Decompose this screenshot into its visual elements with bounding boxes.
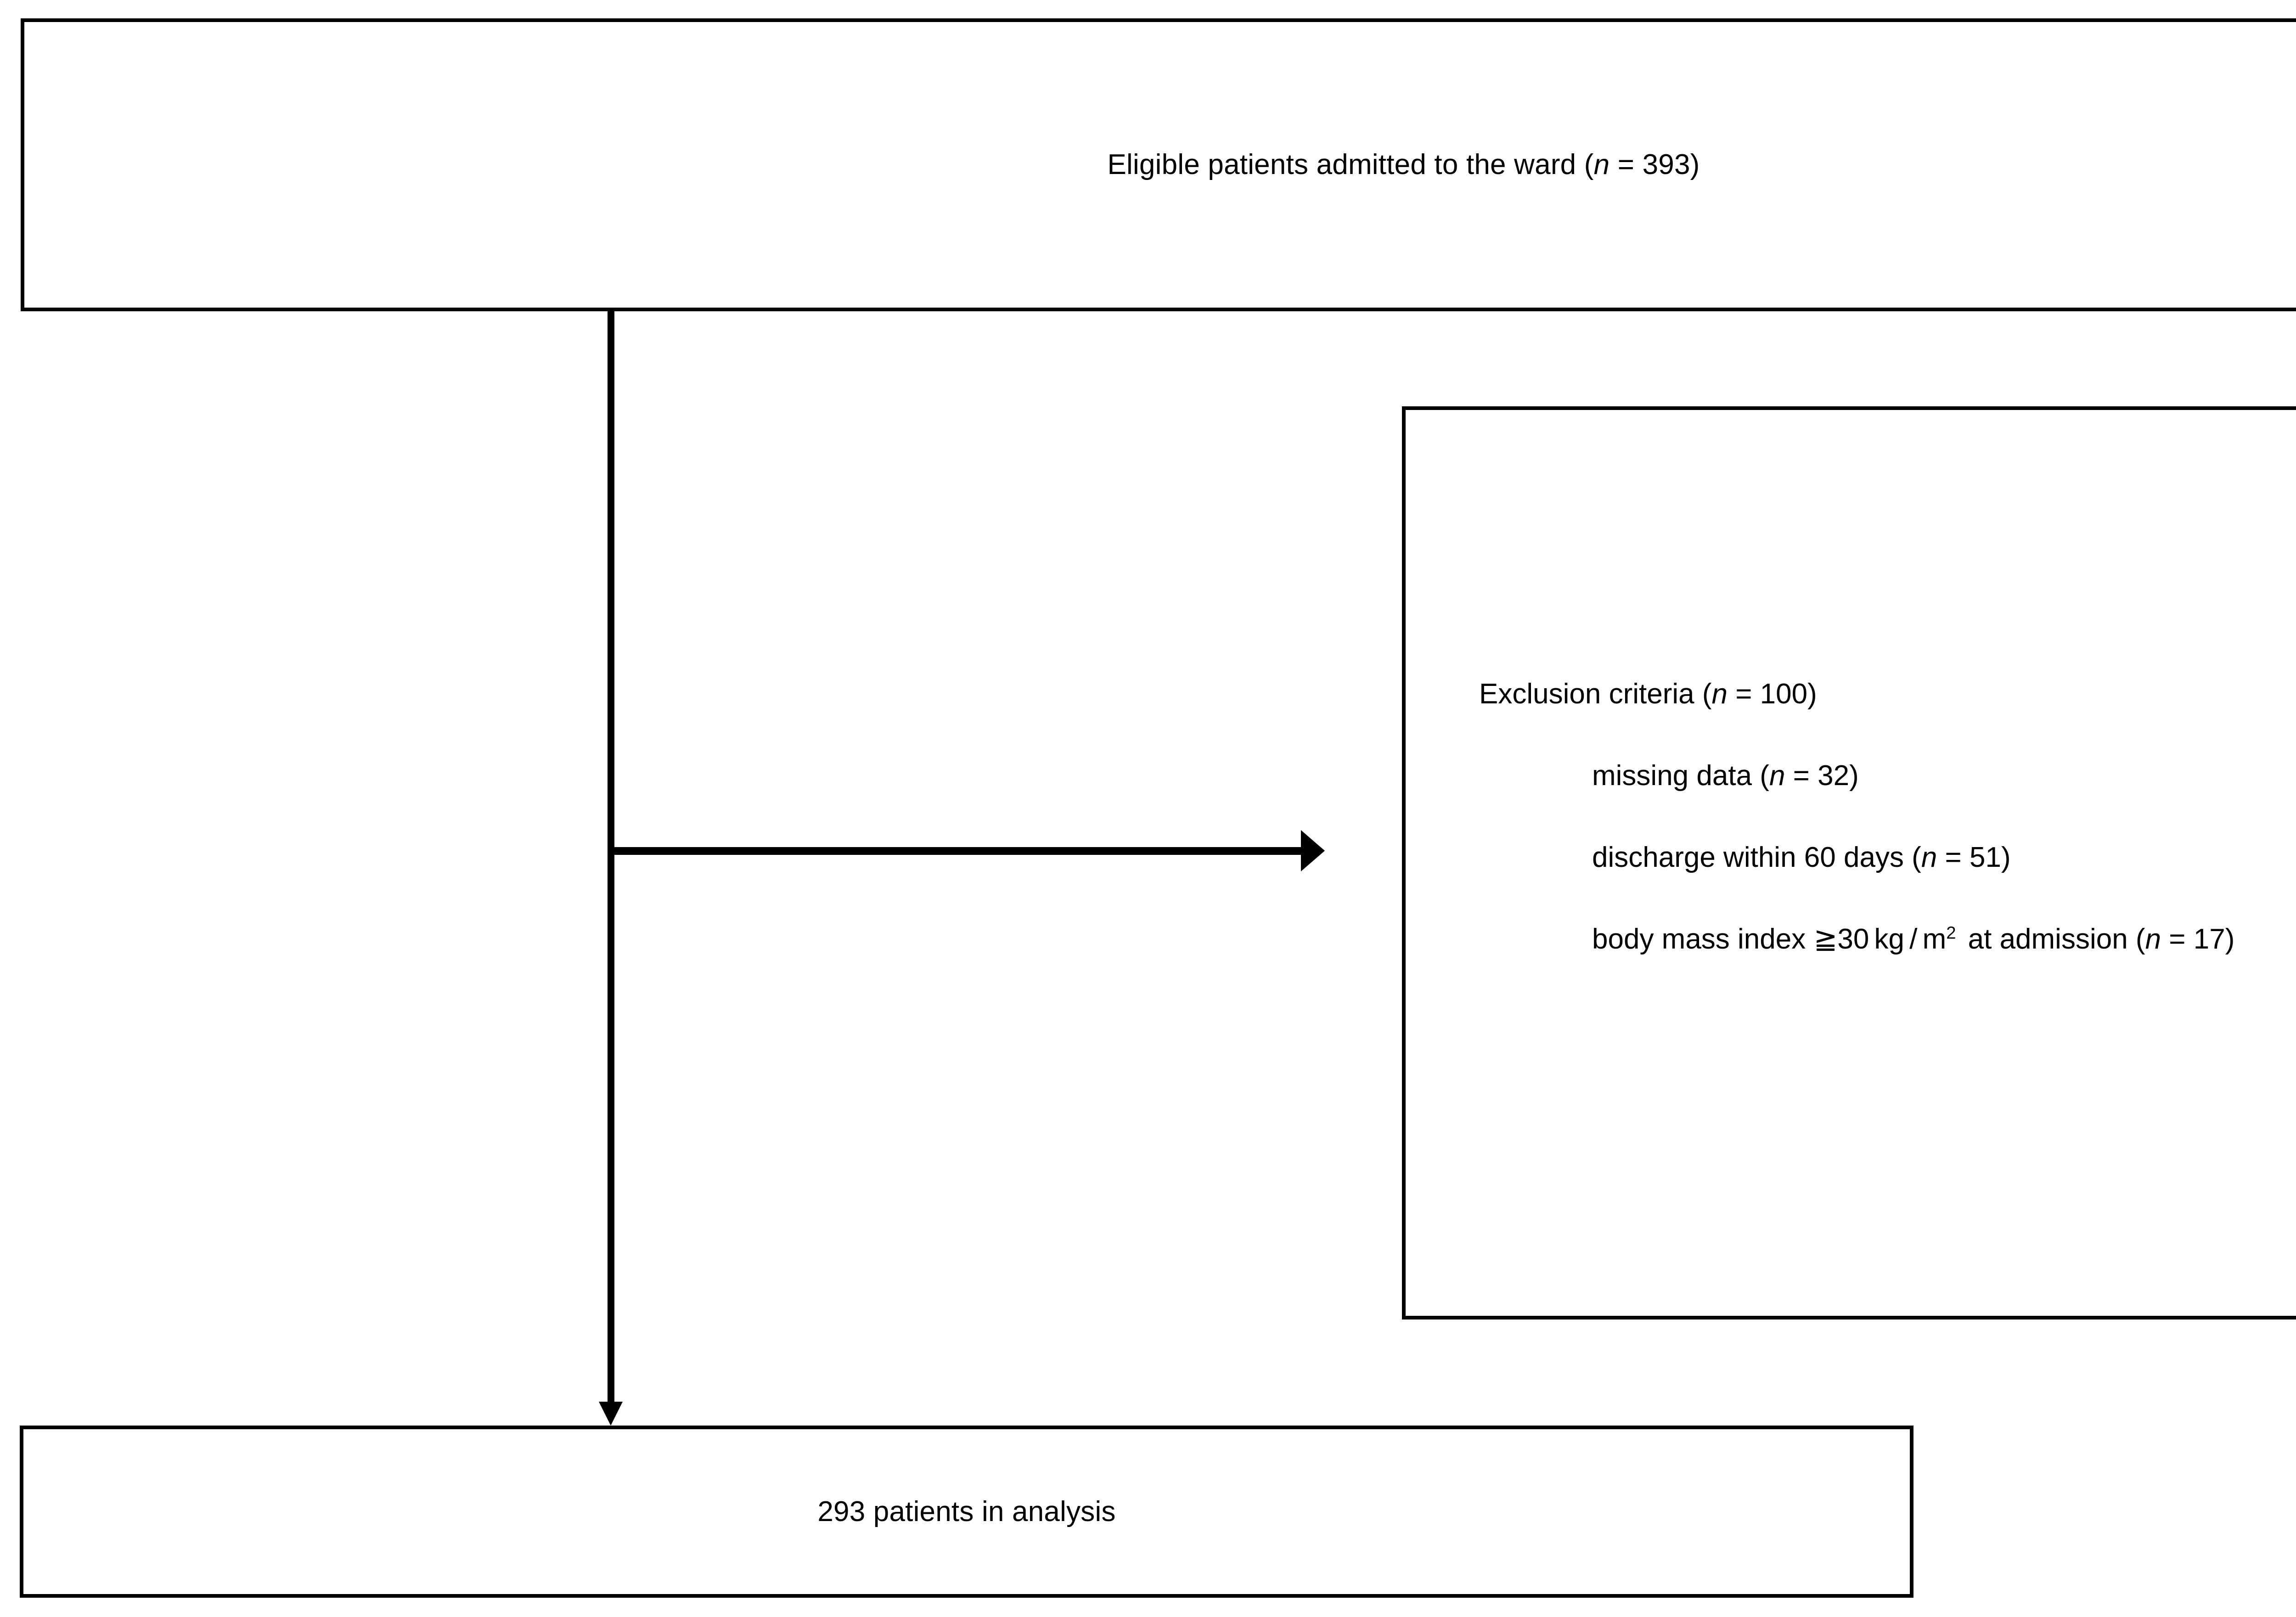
item-1-prefix: discharge within 60 days (	[1592, 842, 1921, 873]
eligible-text-suffix: )	[1690, 149, 1700, 180]
node-eligible-patients-label: Eligible patients admitted to the ward (…	[24, 151, 2296, 179]
exclusion-heading-suffix: )	[1807, 678, 1817, 710]
eligible-equals: =	[1609, 149, 1643, 180]
node-patients-in-analysis: 293 patients in analysis	[20, 1426, 1913, 1598]
arrowhead-down-icon	[599, 1402, 623, 1426]
exclusion-heading-value: 100	[1760, 678, 1808, 710]
exclusion-item-missing-data: missing data (n = 32)	[1479, 762, 2234, 843]
eligible-value: 393	[1642, 149, 1690, 180]
exclusion-item-discharge: discharge within 60 days (n = 51)	[1479, 843, 2234, 925]
item-0-equals: =	[1785, 760, 1818, 792]
item-0-suffix: )	[1849, 760, 1859, 792]
arrowhead-right-icon	[1301, 830, 1325, 871]
item-2-unit-denominator: m	[1922, 923, 1947, 955]
connector-vertical-trunk	[608, 311, 614, 1402]
item-0-value: 32	[1818, 760, 1850, 792]
exclusion-heading: Exclusion criteria (n = 100)	[1479, 680, 2234, 762]
item-1-suffix: )	[2001, 842, 2011, 873]
exclusion-heading-prefix: Exclusion criteria (	[1479, 678, 1712, 710]
item-2-value: 17	[2193, 923, 2225, 955]
exclusion-heading-equals: =	[1727, 678, 1760, 710]
item-2-prefix: body mass index	[1592, 923, 1814, 955]
exclusion-criteria-list: Exclusion criteria (n = 100) missing dat…	[1479, 680, 2234, 1007]
item-0-variable-n: n	[1769, 760, 1785, 792]
node-eligible-patients: Eligible patients admitted to the ward (…	[21, 18, 2296, 311]
connector-horizontal-branch	[608, 847, 1302, 855]
eligible-text-prefix: Eligible patients admitted to the ward (	[1107, 149, 1594, 180]
item-2-suffix: )	[2225, 923, 2235, 955]
item-0-prefix: missing data (	[1592, 760, 1769, 792]
eligible-variable-n: n	[1593, 149, 1610, 180]
item-2-unit-numerator: kg	[1874, 923, 1905, 955]
item-1-value: 51	[1969, 842, 2001, 873]
item-2-threshold: 30	[1837, 923, 1869, 955]
exclusion-heading-variable-n: n	[1711, 678, 1728, 710]
node-exclusion-criteria: Exclusion criteria (n = 100) missing dat…	[1402, 406, 2296, 1319]
item-2-variable-n: n	[2145, 923, 2161, 955]
item-1-variable-n: n	[1921, 842, 1937, 873]
item-2-unit-exponent: 2	[1946, 923, 1956, 943]
item-2-unit-divider: /	[1909, 923, 1918, 955]
item-1-equals: =	[1937, 842, 1970, 873]
item-2-equals: =	[2161, 923, 2194, 955]
item-2-text-after-unit: at admission (	[1968, 923, 2145, 955]
item-2-operator: ≧	[1813, 923, 1838, 955]
node-patients-in-analysis-label: 293 patients in analysis	[817, 1495, 1116, 1527]
